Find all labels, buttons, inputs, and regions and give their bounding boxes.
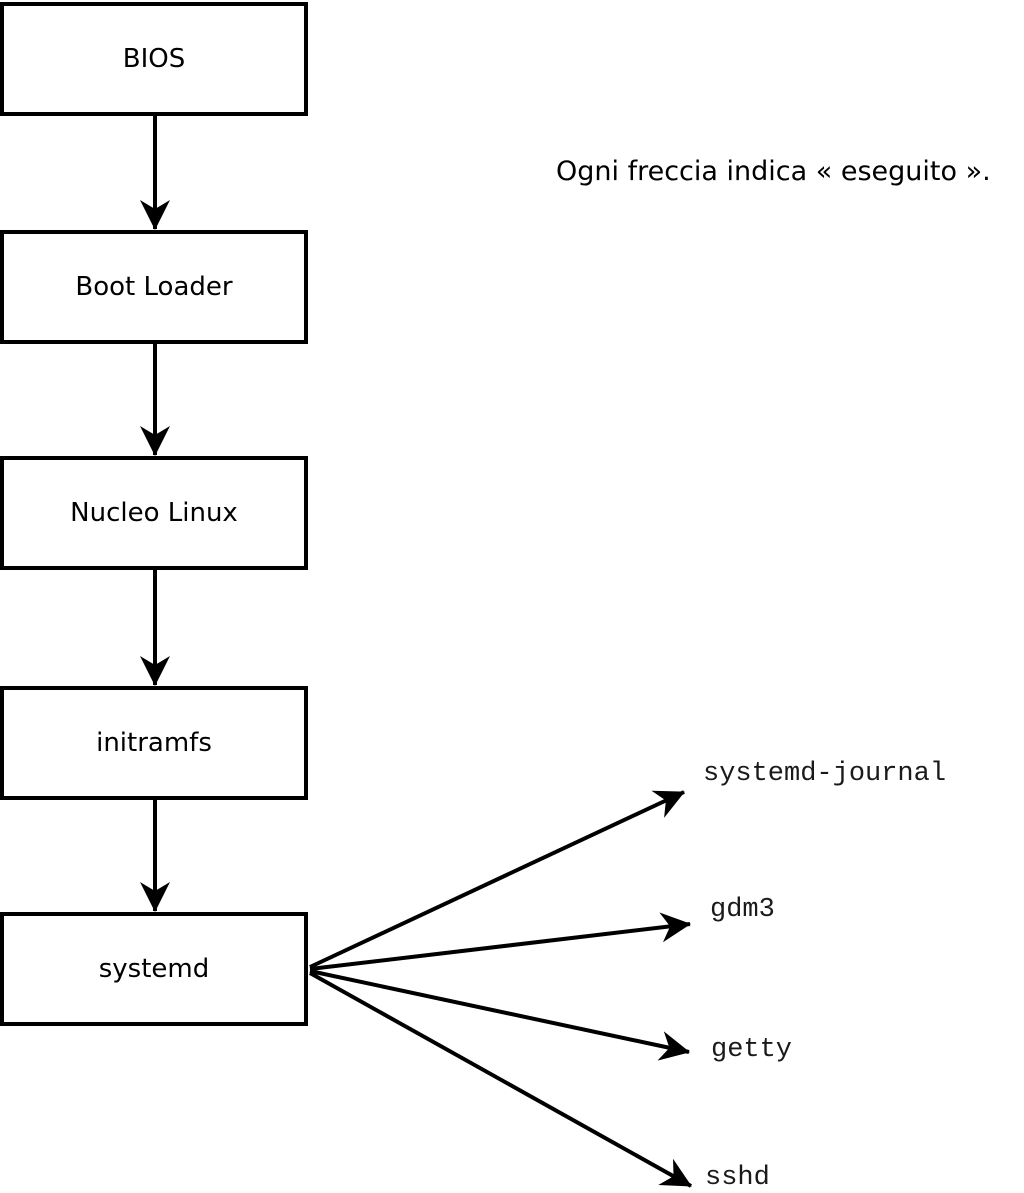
flow-box-bios-label: BIOS: [122, 44, 186, 74]
flow-box-systemd-label: systemd: [98, 954, 210, 984]
service-label-gdm3: gdm3: [710, 895, 775, 925]
flow-box-bootloader: Boot Loader: [0, 230, 308, 344]
flow-box-bootloader-label: Boot Loader: [75, 272, 233, 302]
service-label-sshd: sshd: [705, 1163, 770, 1193]
arrow-systemd-to-sshd: [309, 971, 692, 1188]
arrow-systemd-to-getty: [309, 969, 690, 1061]
flow-box-nucleo-linux: Nucleo Linux: [0, 456, 308, 570]
service-label-getty: getty: [711, 1035, 793, 1065]
flow-box-systemd: systemd: [0, 912, 308, 1026]
flow-box-initramfs-label: initramfs: [96, 728, 212, 758]
flow-box-initramfs: initramfs: [0, 686, 308, 800]
flow-box-nucleo-linux-label: Nucleo Linux: [70, 498, 238, 528]
flow-box-bios: BIOS: [0, 2, 308, 116]
diagram-caption: Ogni freccia indica « eseguito ».: [556, 156, 991, 187]
service-label-systemd-journal: systemd-journal: [703, 759, 947, 789]
arrow-systemd-to-gdm3: [309, 912, 691, 971]
arrow-systemd-to-systemd-journal: [309, 790, 685, 969]
